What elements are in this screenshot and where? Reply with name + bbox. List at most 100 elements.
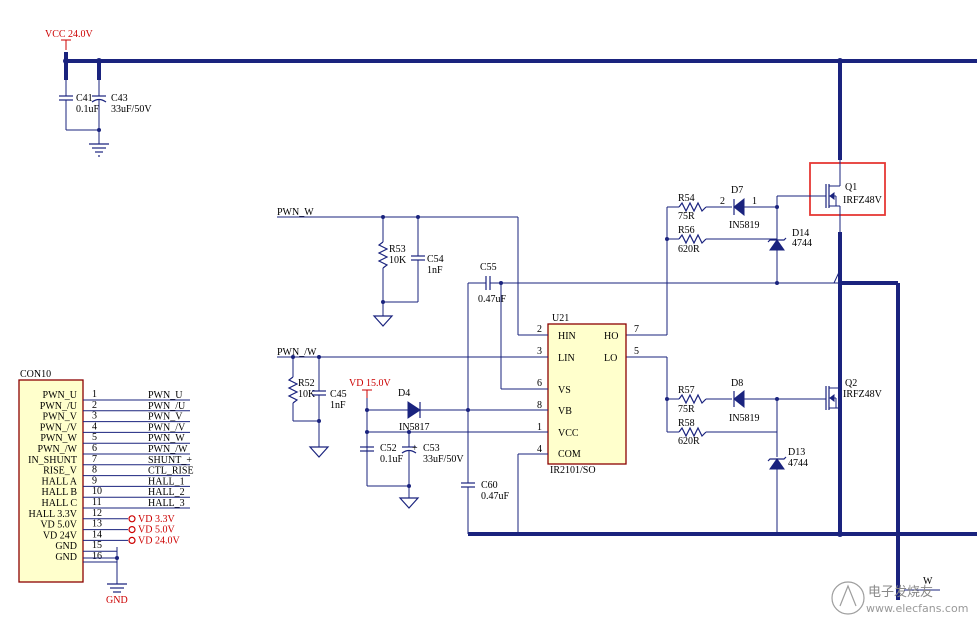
connector-pin-net: HALL_2 xyxy=(148,487,185,498)
connector-pin-net: VD 5.0V xyxy=(138,525,175,536)
connector-pin-name: VD 24V xyxy=(43,530,78,541)
gnd-label: GND xyxy=(106,595,128,606)
pin-num-com: 4 xyxy=(537,444,542,455)
d7-pin2: 2 xyxy=(720,196,725,207)
q1-body-arrow xyxy=(829,192,835,200)
c52-value: 0.1uF xyxy=(380,454,404,465)
connector-pin-net: PWN_/V xyxy=(148,422,186,433)
net-label-pwn-w: PWN_W xyxy=(277,207,314,218)
r54-value: 75R xyxy=(678,211,695,222)
d14-zener-bar xyxy=(767,237,787,243)
r57-ref: R57 xyxy=(678,385,695,396)
connector-pin-number: 12 xyxy=(92,508,102,519)
d4-value: IN5817 xyxy=(399,422,430,433)
d7-value: IN5819 xyxy=(729,220,760,231)
connector-pin-name: PWN_/W xyxy=(38,444,78,455)
connector-pin-name: GND xyxy=(55,541,77,552)
d14-symbol xyxy=(769,239,785,251)
connector-pin-name: PWN_/V xyxy=(40,422,78,433)
c55-value: 0.47uF xyxy=(478,294,507,305)
pin-name-ho: HO xyxy=(604,331,618,342)
connector-pin-name: PWN_/U xyxy=(40,401,78,412)
connector-pin-name: VD 5.0V xyxy=(40,520,77,531)
pin-num-vs: 6 xyxy=(537,378,542,389)
lo-pin-num: 5 xyxy=(634,346,639,357)
junction-dot xyxy=(837,531,843,537)
d13-value: 4744 xyxy=(788,458,808,469)
connector-pin-name: IN_SHUNT xyxy=(28,455,77,466)
c43-ref: C43 xyxy=(111,93,128,104)
connector-pin-number: 3 xyxy=(92,411,97,422)
q1-ref: Q1 xyxy=(845,182,857,193)
connector-pin-name: PWN_U xyxy=(43,390,78,401)
connector-pin-name: PWN_W xyxy=(40,433,77,444)
connector-pin-net: PWN_U xyxy=(148,390,183,401)
connector-pin-number: 14 xyxy=(92,529,102,540)
connector-pin-net: HALL_3 xyxy=(148,498,185,509)
c60-ref: C60 xyxy=(481,480,498,491)
gate-driver-ic: U21 IR2101/SO HIN LIN VS VB VCC COM HO L… xyxy=(316,313,627,536)
connector-pin-name: HALL 3.3V xyxy=(28,509,77,520)
connector-pin-net: HALL_1 xyxy=(148,476,185,487)
connector-pin-net: PWN_/U xyxy=(148,401,186,412)
pin-num-vcc: 1 xyxy=(537,422,542,433)
d7-symbol xyxy=(733,197,745,217)
junction-dot xyxy=(381,300,385,304)
ic-body xyxy=(547,323,627,465)
d8-symbol xyxy=(733,389,745,409)
pwn-w-bar-input: PWN_/W R52 10K C45 1nF xyxy=(277,347,347,458)
d13-ref: D13 xyxy=(788,447,805,458)
ground-symbol xyxy=(372,315,394,327)
r53-value: 10K xyxy=(389,255,407,266)
connector-pin-net: PWN_V xyxy=(148,412,183,423)
bootstrap-cap-c55: C55 0.47uF xyxy=(466,262,507,483)
c53-plus: + xyxy=(412,443,418,454)
connector-pin-name: HALL A xyxy=(42,476,78,487)
connector-pin-number: 13 xyxy=(92,519,102,530)
vcc-supply-section: VCC 24.0V C41 0.1uF C43 33uF/50V xyxy=(45,29,977,157)
q1-highlight-box xyxy=(809,162,886,216)
c41-ref: C41 xyxy=(76,93,93,104)
pin-num-vb: 8 xyxy=(537,400,542,411)
c45-value: 1nF xyxy=(330,400,346,411)
ho-pin-num: 7 xyxy=(634,324,639,335)
connector-pin-name: HALL C xyxy=(42,498,78,509)
r52-ref: R52 xyxy=(298,378,315,389)
c43-curved-plate xyxy=(91,98,107,103)
junction-dot xyxy=(466,408,470,412)
ground-symbol xyxy=(308,446,330,458)
c53-curved-plate xyxy=(401,449,417,454)
vcc-24-label: VCC 24.0V xyxy=(45,29,94,40)
q2-body-arrow xyxy=(829,394,835,402)
connector-pin-number: 6 xyxy=(92,443,97,454)
pin-name-vb: VB xyxy=(558,406,572,417)
d13-symbol xyxy=(769,458,785,470)
watermark-text: 电子发烧友 xyxy=(868,584,933,600)
pin-name-lo: LO xyxy=(604,353,617,364)
c43-value: 33uF/50V xyxy=(111,104,152,115)
c53-ref: C53 xyxy=(423,443,440,454)
junction-dot xyxy=(63,58,69,64)
junction-dot xyxy=(775,532,779,536)
low-side-gate-drive: 5 R57 75R D8 IN5819 R58 620R D13 4744 xyxy=(626,346,826,536)
c54-ref: C54 xyxy=(427,254,444,265)
d13-zener-bar xyxy=(767,456,787,462)
pin-name-com: COM xyxy=(558,449,581,460)
connector-pin-net: VD 24.0V xyxy=(138,535,180,546)
connector-pin-net: SHUNT_+ xyxy=(148,455,192,466)
d14-value: 4744 xyxy=(792,238,812,249)
watermark-url: www.elecfans.com xyxy=(866,602,968,615)
connector-pin-net: PWN_W xyxy=(148,433,185,444)
vd15-supply: VD 15.0V D4 IN5817 C52 0.1uF + C53 33uF/… xyxy=(349,378,464,509)
c52-ref: C52 xyxy=(380,443,397,454)
pwn-w-input: PWN_W R53 10K C54 1nF xyxy=(277,207,519,335)
pin-name-hin: HIN xyxy=(558,331,576,342)
r57-value: 75R xyxy=(678,404,695,415)
wire xyxy=(833,269,841,284)
d8-value: IN5819 xyxy=(729,413,760,424)
connector-ref: CON10 xyxy=(20,369,51,380)
r58-body xyxy=(678,426,707,438)
